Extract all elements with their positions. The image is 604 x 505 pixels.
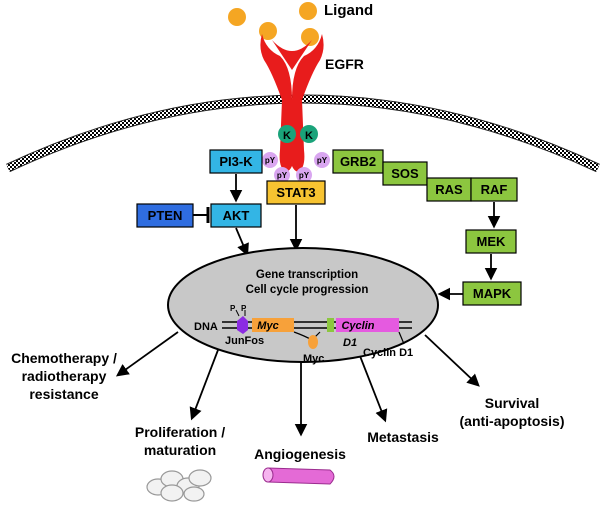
raf-box [470,177,518,202]
ligand-molecule [301,28,319,46]
junfos-label: JunFos [225,335,264,347]
ligand-molecule [299,2,317,20]
blood-vessel-icon [262,467,335,485]
ligand-molecule [228,8,246,26]
pi3k-box [209,149,263,174]
py-label: pY [317,156,328,165]
cyclin-gene-label-2: D1 [343,337,357,349]
nucleus [167,247,439,363]
ligand-group [228,2,319,46]
kinase-k-label: K [305,130,313,142]
outcome-survival-1: Survival [485,395,539,411]
nucleus-text-1: Gene transcription [256,269,358,281]
survival-arrow [424,334,480,387]
ligand-molecule [259,22,277,40]
sos-box [382,161,428,186]
mapk-label: MAPK [473,286,512,301]
stat3-box [266,180,326,205]
py-label: pY [265,156,276,165]
raf-label: RAF [481,182,508,197]
ligand-label: Ligand [324,2,373,19]
cell-membrane [6,94,600,173]
outcome-proliferation-2: maturation [144,442,216,458]
akt-label: AKT [223,208,250,223]
nucleus-text-2: Cell cycle progression [246,284,369,296]
akt-to-nucleus-arrow [235,227,249,257]
cyclin-d1-protein-label: Cyclin D1 [363,347,413,359]
py-site [262,152,278,168]
egfr-right-chain [289,34,324,172]
stat3-label: STAT3 [276,185,315,200]
akt-box [210,203,262,228]
outcome-metastasis: Metastasis [367,429,439,445]
cyclin-gene-to-protein [398,331,405,345]
myc-gene [252,318,294,332]
sos-label: SOS [391,166,419,181]
cyclin-gene-label: Cyclin [341,320,374,332]
proliferating-cells-icon [146,469,212,502]
py-site [314,152,330,168]
outcome-chemo-3: resistance [29,386,98,402]
junfos-complex [237,316,248,334]
pi3k-label: PI3-K [219,154,253,169]
grb2-label: GRB2 [340,154,376,169]
mek-box [465,229,517,254]
outcome-chemo-1: Chemotherapy / [11,350,117,366]
outcome-angiogenesis: Angiogenesis [254,446,346,462]
cyclin-gene [336,318,399,332]
outcome-chemo-2: radiotherapy [22,368,107,384]
py-label: pY [299,171,310,180]
py-site [296,167,312,183]
py-label: pY [277,171,288,180]
chemo-resistance-arrow [115,331,179,377]
myc-protein-label: Myc [303,353,324,365]
py-site [274,167,290,183]
metastasis-arrow [359,355,388,423]
mek-label: MEK [477,234,507,249]
pten-label: PTEN [148,208,183,223]
ras-label: RAS [435,182,463,197]
phospho-label: P [241,304,247,313]
promoter-site [327,318,334,332]
phospho-label: P [230,304,236,313]
outcome-survival-2: (anti-apoptosis) [460,413,565,429]
kinase-domain-right [300,125,318,143]
kinase-k-label: K [283,130,291,142]
myc-gene-label: Myc [257,320,278,332]
egfr-label: EGFR [325,56,364,72]
dna-label: DNA [194,321,218,333]
proliferation-arrow [189,349,219,421]
outcome-proliferation-1: Proliferation / [135,424,225,440]
myc-protein [308,335,318,349]
kinase-domain-left [278,125,296,143]
